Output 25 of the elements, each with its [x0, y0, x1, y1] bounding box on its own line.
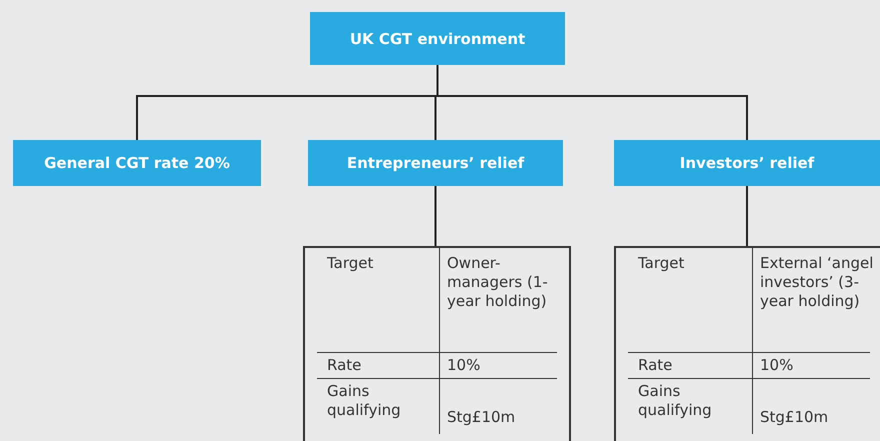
row-label: Rate — [327, 356, 362, 375]
row-value: 10% — [760, 356, 794, 375]
row-label: Gains qualifying — [638, 382, 713, 420]
category-box — [310, 12, 565, 65]
category-label: Investors’ relief — [680, 154, 814, 172]
category-label: Entrepreneurs’ relief — [346, 154, 524, 172]
category-label: General CGT rate 20% — [44, 154, 230, 172]
connector-line — [434, 186, 436, 246]
row-value: Stg£10m — [760, 408, 830, 427]
details-table — [614, 246, 880, 441]
connector-line — [746, 186, 748, 246]
row-label: Target — [327, 254, 374, 273]
row-label: Gains qualifying — [327, 382, 402, 420]
row-value: Owner-managers (1-year holding) — [447, 254, 549, 311]
connector-line — [436, 65, 748, 140]
row-label: Rate — [638, 356, 674, 375]
row-label: Target — [638, 254, 686, 273]
category-label: UK CGT environment — [350, 30, 526, 48]
category-box — [308, 140, 563, 186]
row-value: Stg£10m — [447, 408, 516, 427]
row-value: 10% — [447, 356, 482, 375]
category-box — [13, 140, 261, 186]
details-table — [303, 246, 571, 441]
row-value: External ‘angel investors’ (3-year holding) — [760, 254, 874, 311]
category-box — [614, 140, 880, 186]
